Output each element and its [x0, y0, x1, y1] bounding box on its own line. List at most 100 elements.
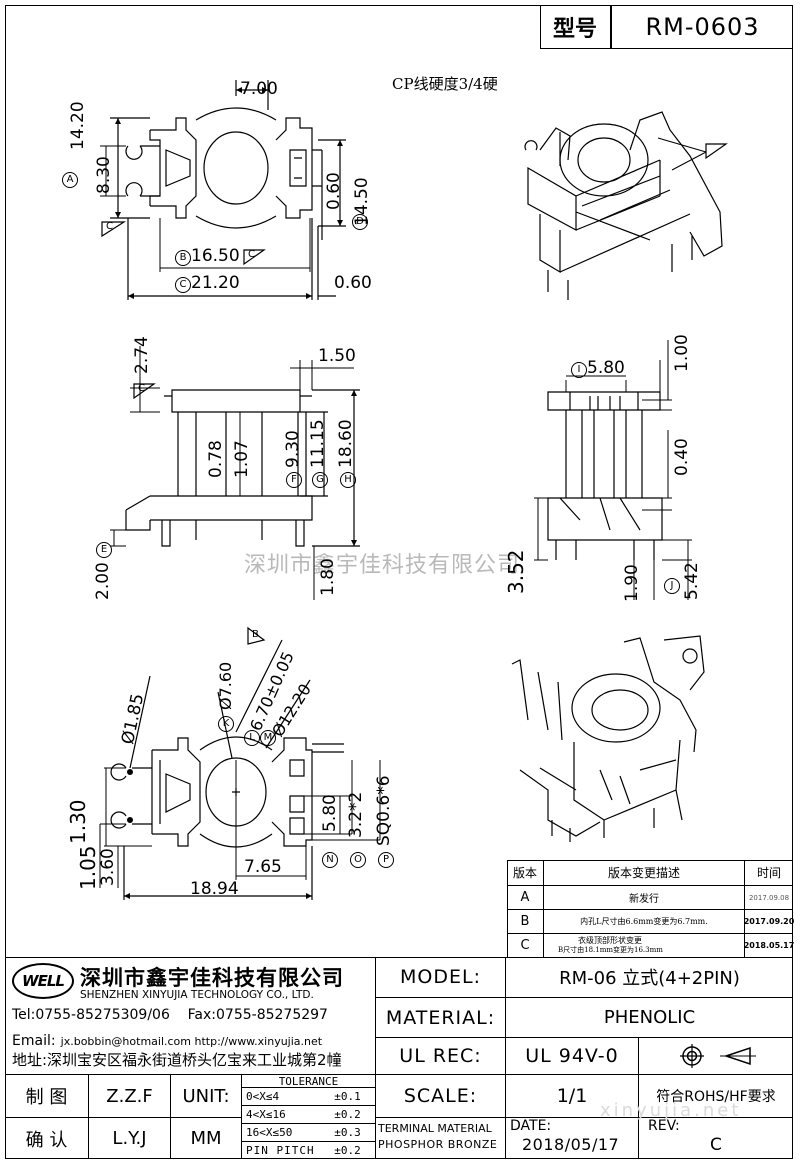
company-logo-text: WELL: [22, 972, 65, 990]
dim-9-30: 9.30: [283, 430, 303, 468]
tol-value-2: ±0.3: [334, 1126, 361, 1139]
tb-h-2: [375, 1037, 793, 1039]
projection-symbol: [680, 1043, 760, 1073]
dim-18-60: 18.60: [336, 419, 356, 468]
tol-h-0: [241, 1087, 375, 1088]
dim-0-60-h: 0.60: [334, 273, 372, 293]
checked-by-label: 确 认: [25, 1129, 68, 1151]
tol-range-0: 0<X≤4: [246, 1090, 280, 1103]
header-box: [540, 5, 793, 49]
dim-11-15: 11.15: [308, 419, 328, 468]
rev-c-desc-2: B尺寸由18.1mm变更为16.3mm: [558, 946, 663, 954]
marker-e: E: [96, 542, 112, 558]
marker-g: G: [312, 472, 328, 488]
front-view: [110, 346, 360, 600]
tol-h-3: [241, 1141, 375, 1142]
rev-header-version: 版本: [512, 866, 537, 880]
tol-h-1: [241, 1105, 375, 1106]
tb-v-date: [505, 1117, 507, 1159]
tb-h-4: [375, 1117, 793, 1119]
tb-h-5: [5, 1117, 241, 1119]
tol-range-1: 4<X≤16: [246, 1108, 286, 1121]
company-name-cn: 深圳市鑫宇佳科技有限公司: [80, 966, 344, 990]
dim-7-00: 7.00: [240, 79, 278, 99]
dim-1-30: 1.30: [66, 799, 90, 844]
model-field-label: MODEL:: [400, 966, 481, 988]
company-name-en: SHENZHEN XINYUJIA TECHNOLOGY CO., LTD.: [80, 989, 314, 1001]
material-label: MATERIAL:: [385, 1006, 496, 1029]
marker-j: J: [664, 578, 680, 594]
email-label: Email:: [12, 1033, 56, 1049]
dim-2-74: 2.74: [132, 336, 152, 374]
marker-c-tri-1: C: [106, 221, 113, 232]
rev-b-desc: 内孔L尺寸由6.6mm变更为6.7mm.: [580, 917, 708, 926]
tb-v-ul: [638, 1037, 640, 1117]
rev-col-line-2: [744, 860, 745, 957]
dim-5-80-top: 5.80: [587, 358, 625, 378]
rev-col-line-1: [543, 860, 544, 957]
dim-phi-7-60: Ø7.60: [216, 661, 235, 710]
terminal-material-2: PHOSPHOR BRONZE: [378, 1138, 498, 1151]
dim-18-94: 18.94: [190, 879, 239, 899]
dim-0-60-v: 0.60: [324, 172, 344, 210]
rev-c-date: 2018.05.17: [743, 941, 795, 950]
dim-8-30: 8.30: [94, 156, 114, 194]
top-view: [100, 80, 346, 300]
tb-v-2: [170, 1074, 172, 1159]
isometric-view-bottom: [511, 635, 705, 842]
scale-label: SCALE:: [403, 1085, 478, 1107]
watermark-text: 深圳市鑫宇佳科技有限公司: [244, 553, 521, 578]
dim-5-80-bot: 5.80: [320, 794, 340, 832]
tb-v-company: [375, 957, 377, 1159]
drawn-by-value: Z.Z.F: [106, 1085, 153, 1107]
unit-label: UNIT:: [182, 1085, 230, 1107]
terminal-material-1: TERMINAL MATERIAL: [378, 1122, 492, 1135]
marker-l: L: [244, 730, 260, 746]
tb-v-3: [241, 1074, 243, 1159]
rev-b: B: [520, 914, 530, 929]
rev-c: C: [520, 938, 530, 953]
third-angle-projection-icon: [680, 1044, 756, 1068]
dim-sq: SQ0.6*6: [374, 775, 394, 846]
company-tel-fax: Tel:0755-85275309/06 Fax:0755-85275297: [12, 1007, 328, 1023]
marker-c-tri-2: C: [248, 249, 255, 260]
dim-5-42: 5.42: [682, 562, 702, 600]
rev-a-date: 2017.09.08: [748, 893, 790, 902]
email-value: jx.bobbin@hotmail.com http://www.xinyuji…: [60, 1035, 323, 1048]
marker-p: P: [378, 852, 394, 868]
marker-a: A: [62, 172, 78, 188]
dim-14-20: 14.20: [68, 101, 88, 150]
rev-a-desc: 新发行: [629, 894, 659, 905]
tolerance-title: TOLERANCE: [278, 1074, 339, 1088]
material-value: PHENOLIC: [603, 1007, 696, 1028]
rev-label: REV:: [648, 1118, 680, 1134]
marker-h: H: [340, 472, 356, 488]
header-divider: [610, 5, 612, 49]
company-address: 地址:深圳宝安区福永街道桥头亿宝来工业城第2幢: [12, 1051, 342, 1069]
date-value: 2018/05/17: [522, 1135, 620, 1154]
ulrec-value: UL 94V-0: [525, 1045, 619, 1067]
marker-m: M: [260, 730, 276, 746]
marker-c: C: [175, 277, 191, 293]
bottom-view: [99, 639, 381, 900]
date-label: DATE:: [510, 1118, 552, 1134]
rev-b-date: 2017.09.20: [743, 917, 795, 926]
marker-n: N: [322, 852, 338, 868]
marker-f: F: [286, 472, 302, 488]
marker-b-tri: B: [252, 629, 259, 640]
rev-row-line-1: [507, 885, 793, 886]
watermark-url: xinyujia.net: [600, 1100, 742, 1121]
tol-value-0: ±0.1: [334, 1090, 361, 1103]
wire-hardness-note: CP线硬度3/4硬: [392, 75, 498, 93]
tb-v-1: [88, 1074, 90, 1159]
dim-3-60: 3.60: [98, 848, 118, 886]
dim-0-78: 0.78: [206, 440, 226, 478]
dim-0-40: 0.40: [672, 438, 692, 476]
tol-value-3: ±0.2: [334, 1144, 361, 1157]
marker-i: I: [571, 362, 587, 378]
tb-h-3: [5, 1074, 793, 1076]
tol-range-2: 16<X≤50: [246, 1126, 293, 1139]
model-label: 型号: [552, 17, 597, 42]
rev-c-desc-1: 衣级顶部形状变更: [578, 936, 642, 945]
